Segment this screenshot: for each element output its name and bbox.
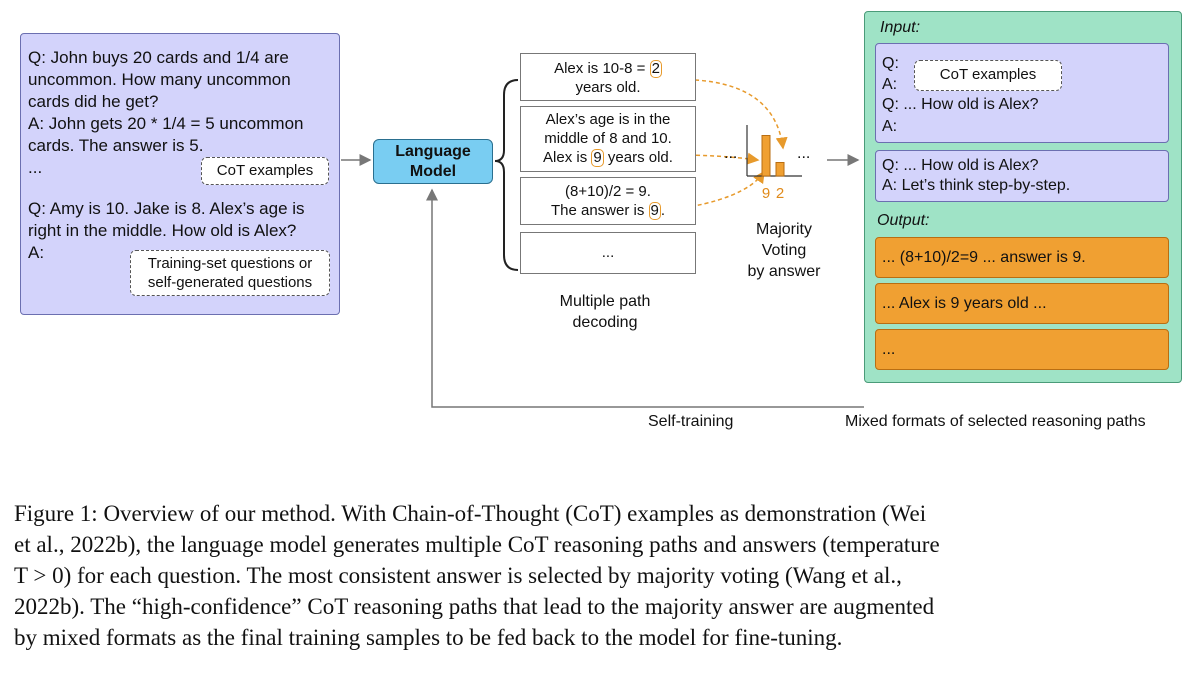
prompt-line: uncommon. How many uncommon bbox=[28, 70, 291, 89]
output-text: ... Alex is 9 years old ... bbox=[882, 295, 1047, 312]
prompt-line: cards. The answer is 5. bbox=[28, 136, 204, 155]
vote-bar-2 bbox=[775, 162, 785, 177]
path-answer-highlight: 9 bbox=[648, 202, 661, 220]
reasoning-path-more: ... bbox=[520, 232, 696, 274]
output-box: ... bbox=[875, 329, 1169, 370]
prompt-line: right in the middle. How old is Alex? bbox=[28, 221, 297, 240]
vote-dots-left: ... bbox=[724, 145, 738, 162]
prompt-line: ... bbox=[28, 158, 43, 177]
vote-dots-right: ... bbox=[797, 145, 811, 162]
paths-brace bbox=[494, 79, 519, 271]
path-answer-highlight: 9 bbox=[591, 149, 604, 167]
input-answer-prompt: A: Let’s think step-by-step. bbox=[882, 177, 1071, 194]
prompt-line: A: bbox=[28, 243, 45, 262]
caption-line: Multiple path bbox=[559, 293, 651, 310]
input-a-label: A: bbox=[882, 118, 898, 135]
language-model-box: Language Model bbox=[373, 139, 493, 184]
path-text: ... bbox=[601, 244, 615, 261]
multiple-path-caption: Multiple path decoding bbox=[520, 291, 690, 333]
output-text: ... bbox=[882, 341, 896, 358]
language-model-label: Model bbox=[409, 163, 457, 180]
caption-line: T > 0) for each question. The most consi… bbox=[14, 563, 902, 588]
input-a-label: A: bbox=[882, 76, 898, 93]
caption-line: Figure 1: Overview of our method. With C… bbox=[14, 501, 927, 526]
vote-bar-9 bbox=[761, 135, 771, 177]
path-text: (8+10)/2 = 9. bbox=[565, 183, 651, 200]
prompt-line: Q: Amy is 10. Jake is 8. Alex’s age is bbox=[28, 199, 305, 218]
prompt-line: Q: John buys 20 cards and 1/4 are bbox=[28, 48, 289, 67]
path-text: years old. bbox=[575, 79, 641, 96]
caption-line: 2022b). The “high-confidence” CoT reason… bbox=[14, 594, 935, 619]
output-box: ... (8+10)/2=9 ... answer is 9. bbox=[875, 237, 1169, 278]
majority-voting-caption: Majority Voting by answer bbox=[722, 219, 846, 282]
self-training-label: Self-training bbox=[648, 413, 734, 430]
training-tag-line: self-generated questions bbox=[147, 274, 313, 291]
vote-bar-label: 9 bbox=[762, 185, 770, 202]
path-text: middle of 8 and 10. bbox=[544, 130, 672, 147]
path-text: Alex is bbox=[543, 149, 588, 166]
path-text: Alex’s age is in the bbox=[545, 111, 671, 128]
input-box-zero-shot: Q: ... How old is Alex? A: Let’s think s… bbox=[875, 150, 1169, 202]
cot-examples-label: CoT examples bbox=[216, 162, 314, 179]
caption-line: Voting bbox=[761, 242, 807, 259]
training-questions-tag: Training-set questions or self-generated… bbox=[130, 250, 330, 296]
caption-line: et al., 2022b), the language model gener… bbox=[14, 532, 940, 557]
self-training-loop bbox=[426, 188, 864, 408]
path-text: The answer is bbox=[550, 202, 645, 219]
path-text: Alex is 10-8 = bbox=[554, 60, 646, 77]
path-text: . bbox=[660, 202, 666, 219]
input-question: Q: ... How old is Alex? bbox=[882, 96, 1039, 113]
input-cot-examples-tag: CoT examples bbox=[914, 60, 1062, 91]
caption-line: by mixed formats as the final training s… bbox=[14, 625, 843, 650]
vote-bar-label: 2 bbox=[776, 185, 784, 202]
output-box: ... Alex is 9 years old ... bbox=[875, 283, 1169, 324]
prompt-line: cards did he get? bbox=[28, 92, 159, 111]
caption-line: Majority bbox=[755, 221, 812, 238]
input-label: Input: bbox=[880, 19, 921, 36]
output-text: ... (8+10)/2=9 ... answer is 9. bbox=[882, 249, 1086, 266]
prompt-line: A: John gets 20 * 1/4 = 5 uncommon bbox=[28, 114, 304, 133]
caption-line: by answer bbox=[747, 263, 821, 280]
caption-line: decoding bbox=[572, 314, 638, 331]
vote-curve-2 bbox=[694, 79, 788, 150]
cot-examples-tag: CoT examples bbox=[201, 157, 329, 185]
input-q-label: Q: bbox=[882, 55, 899, 72]
path-answer-highlight: 2 bbox=[649, 60, 662, 78]
mixed-formats-label: Mixed formats of selected reasoning path… bbox=[845, 413, 1146, 430]
training-tag-line: Training-set questions or bbox=[147, 255, 313, 272]
reasoning-path-3: (8+10)/2 = 9. The answer is 9. bbox=[520, 177, 696, 225]
figure-caption: Figure 1: Overview of our method. With C… bbox=[14, 498, 1190, 653]
input-box-few-shot: Q: A: CoT examples Q: ... How old is Ale… bbox=[875, 43, 1169, 143]
reasoning-path-2: Alex’s age is in the middle of 8 and 10.… bbox=[520, 106, 696, 172]
output-label: Output: bbox=[877, 212, 930, 229]
cot-examples-label: CoT examples bbox=[939, 66, 1037, 83]
language-model-label: Language bbox=[395, 143, 471, 160]
reasoning-path-1: Alex is 10-8 = 2 years old. bbox=[520, 53, 696, 101]
input-question: Q: ... How old is Alex? bbox=[882, 157, 1039, 174]
path-text: years old. bbox=[607, 149, 673, 166]
